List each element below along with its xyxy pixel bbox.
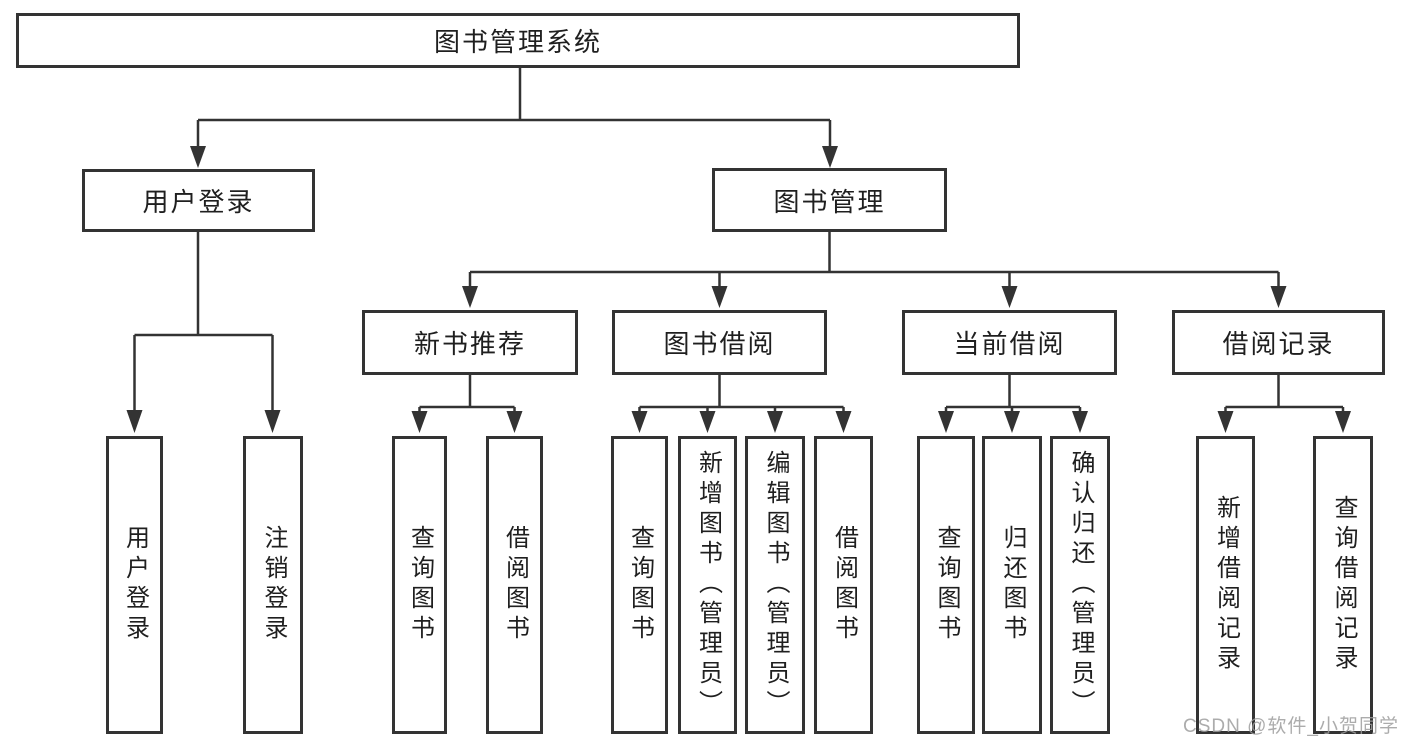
leaf-current-confirm-return-admin: 确认归还（管理员） [1050, 436, 1110, 734]
leaf-borrowing-borrow-books-label: 借阅图书 [830, 525, 858, 645]
leaf-borrowing-edit-book-admin-label: 编辑图书（管理员） [762, 450, 789, 720]
node-new-book-recommend: 新书推荐 [362, 310, 578, 375]
connector-management-to-level3 [462, 232, 1287, 308]
leaf-current-return-books-label: 归还图书 [999, 525, 1026, 645]
connector-records-to-leaves [1217, 375, 1351, 433]
node-borrowing-records: 借阅记录 [1172, 310, 1385, 375]
connector-recommend-to-leaves [411, 375, 523, 433]
node-current-borrowing: 当前借阅 [902, 310, 1117, 375]
connector-borrowing-to-leaves [631, 375, 852, 433]
leaf-records-add-record: 新增借阅记录 [1196, 436, 1255, 734]
leaf-records-query-record-label: 查询借阅记录 [1330, 495, 1357, 675]
node-current-borrowing-label: 当前借阅 [953, 329, 1066, 359]
leaf-current-confirm-return-admin-label: 确认归还（管理员） [1067, 450, 1094, 720]
node-book-borrowing: 图书借阅 [612, 310, 827, 375]
node-borrowing-records-label: 借阅记录 [1222, 329, 1335, 359]
node-book-management: 图书管理 [712, 168, 947, 232]
leaf-borrowing-query-books: 查询图书 [611, 436, 668, 734]
connector-current-to-leaves [938, 375, 1088, 433]
leaf-recommend-query-books-label: 查询图书 [406, 525, 434, 645]
leaf-current-return-books: 归还图书 [982, 436, 1042, 734]
node-user-login: 用户登录 [82, 169, 315, 232]
node-root-label: 图书管理系统 [433, 27, 602, 57]
node-book-management-label: 图书管理 [773, 186, 886, 217]
leaf-records-add-record-label: 新增借阅记录 [1212, 495, 1240, 675]
csdn-watermark: CSDN @软件_小贺同学 [1183, 716, 1399, 737]
leaf-borrowing-add-book-admin-label: 新增图书（管理员） [694, 450, 722, 720]
connector-login-to-leaves [126, 232, 281, 433]
leaf-borrowing-add-book-admin: 新增图书（管理员） [678, 436, 737, 734]
leaf-current-query-books: 查询图书 [917, 436, 975, 734]
leaf-current-query-books-label: 查询图书 [933, 525, 960, 645]
leaf-user-login-label: 用户登录 [121, 525, 149, 645]
node-user-login-label: 用户登录 [142, 187, 255, 217]
leaf-borrowing-edit-book-admin: 编辑图书（管理员） [745, 436, 805, 734]
leaf-logout: 注销登录 [243, 436, 303, 734]
node-root: 图书管理系统 [16, 13, 1020, 68]
connector-root-to-level2 [190, 68, 838, 168]
leaf-records-query-record: 查询借阅记录 [1313, 436, 1373, 734]
leaf-recommend-borrow-books: 借阅图书 [486, 436, 543, 734]
leaf-recommend-borrow-books-label: 借阅图书 [501, 525, 529, 645]
leaf-logout-label: 注销登录 [260, 525, 287, 645]
node-new-book-recommend-label: 新书推荐 [413, 329, 526, 359]
node-book-borrowing-label: 图书借阅 [663, 329, 776, 359]
leaf-recommend-query-books: 查询图书 [392, 436, 447, 734]
leaf-borrowing-borrow-books: 借阅图书 [814, 436, 873, 734]
leaf-borrowing-query-books-label: 查询图书 [626, 525, 654, 645]
leaf-user-login: 用户登录 [106, 436, 163, 734]
